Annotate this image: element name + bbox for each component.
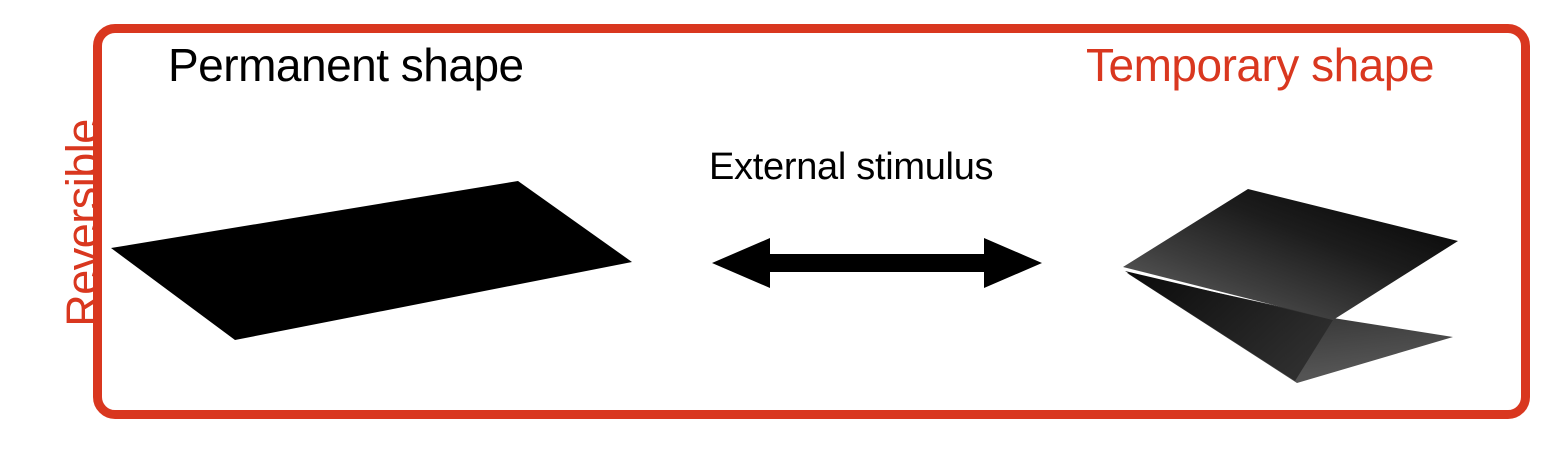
permanent-shape-title: Permanent shape bbox=[168, 39, 524, 91]
reversible-frame-border bbox=[93, 24, 1530, 419]
double-headed-horizontal-arrow-icon bbox=[712, 238, 1042, 288]
flat-sheet-icon bbox=[111, 181, 632, 340]
external-stimulus-label: External stimulus bbox=[709, 146, 994, 188]
temporary-shape-title: Temporary shape bbox=[1086, 39, 1434, 91]
folded-sheet-icon bbox=[1123, 189, 1458, 383]
